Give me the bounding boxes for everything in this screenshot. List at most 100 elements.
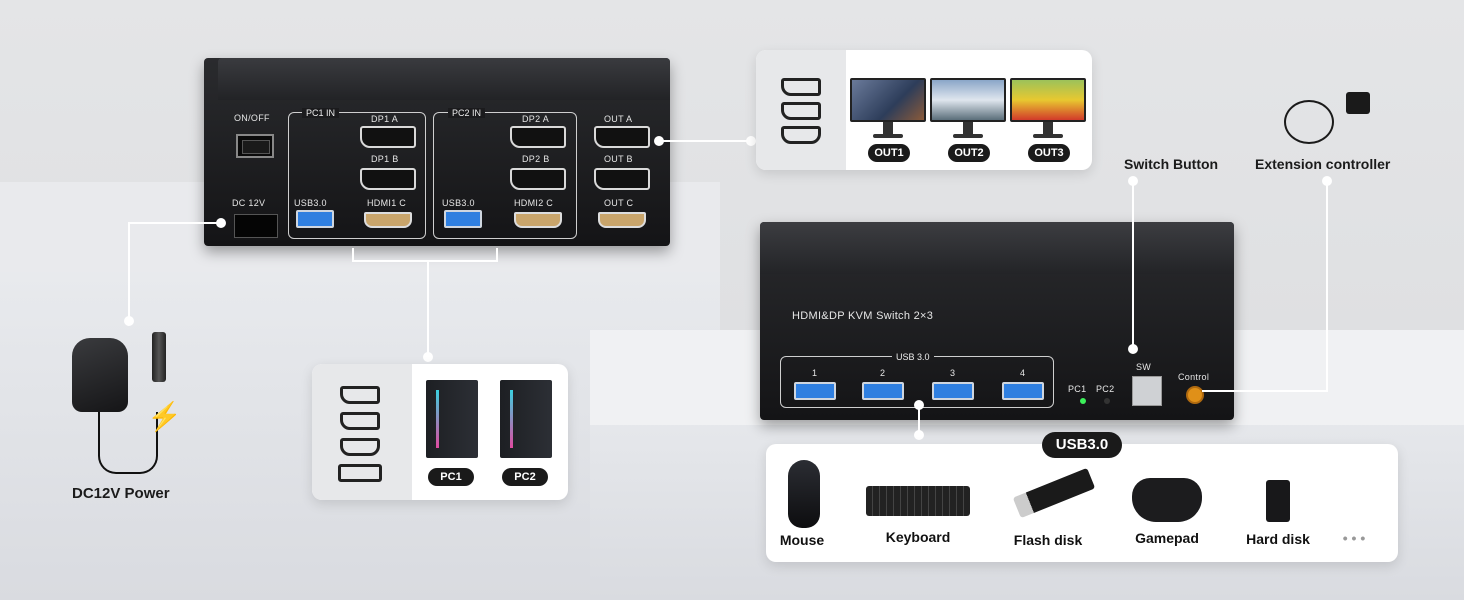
pc-tower-icon-2 [500, 380, 552, 458]
monitor-stand [883, 122, 893, 134]
dp-icon [781, 102, 821, 120]
hdmi2-c-port [514, 212, 562, 228]
mouse-label: Mouse [779, 532, 825, 548]
dot-dc-a [216, 218, 226, 228]
usb-port-1 [296, 210, 334, 228]
extension-cable [1284, 100, 1334, 144]
dp1-a-port [360, 126, 416, 148]
extension-controller-caption: Extension controller [1255, 156, 1391, 172]
front-usb-port-3 [932, 382, 974, 400]
dot-out-b [746, 136, 756, 146]
monitor-base [953, 134, 983, 138]
dot-dc-b [124, 316, 134, 326]
keyboard-icon [866, 486, 970, 516]
front-usb-port-4 [1002, 382, 1044, 400]
dp-icon [340, 386, 380, 404]
sw-button[interactable] [1132, 376, 1162, 406]
line-sw-v [1132, 180, 1134, 348]
pc2-in-label: PC2 IN [448, 108, 486, 118]
dot-usb-b [914, 430, 924, 440]
dot-out-a [654, 136, 664, 146]
hdmi-icon [340, 438, 380, 456]
on-off-label: ON/OFF [234, 113, 270, 123]
line-pc-v [427, 260, 429, 356]
peripherals-callout: Mouse Keyboard Flash disk Gamepad Hard d… [766, 444, 1398, 562]
usb-label-1: USB3.0 [294, 198, 327, 208]
outputs-callout: OUT1 OUT2 OUT3 [756, 50, 1092, 170]
line-ctrl-v [1326, 180, 1328, 392]
pc2-led-label: PC2 [1096, 384, 1115, 394]
pc2-pill: PC2 [502, 468, 548, 486]
power-switch[interactable] [236, 134, 274, 158]
front-title: HDMI&DP KVM Switch 2×3 [792, 310, 934, 322]
dp-icon [340, 412, 380, 430]
dot-sw-bottom [1128, 344, 1138, 354]
usb-group-label: USB 3.0 [892, 352, 934, 362]
pc1-led-label: PC1 [1068, 384, 1087, 394]
line-out [656, 140, 752, 142]
out-c-label: OUT C [604, 198, 634, 208]
monitor-stand [1043, 122, 1053, 134]
dp2-a-port [510, 126, 566, 148]
usb-label-2: USB3.0 [442, 198, 475, 208]
hdmi-icon [781, 126, 821, 144]
dp2-b-label: DP2 B [522, 154, 550, 164]
pc2-led [1104, 398, 1110, 404]
hard-disk-icon [1266, 480, 1290, 522]
out1-pill: OUT1 [868, 144, 910, 162]
line-dc-v [128, 222, 130, 322]
pc-led-strip [510, 390, 513, 448]
control-label: Control [1178, 372, 1210, 382]
usb30-pill: USB3.0 [1042, 432, 1122, 458]
front-usb-num-3: 3 [950, 368, 956, 378]
monitor-stand [963, 122, 973, 134]
monitor-icon-1 [850, 78, 926, 122]
pcs-callout: PC1 PC2 [312, 364, 568, 500]
dot-sw-top [1128, 176, 1138, 186]
out-b-label: OUT B [604, 154, 633, 164]
gamepad-icon [1132, 478, 1202, 522]
monitor-base [1033, 134, 1063, 138]
out-a-port [594, 126, 650, 148]
power-plug-icon [152, 332, 166, 382]
line-usb-v [918, 404, 920, 434]
front-usb-num-2: 2 [880, 368, 886, 378]
outputs-callout-icons [756, 50, 846, 170]
monitor-icon-3 [1010, 78, 1086, 122]
power-cable [98, 412, 158, 474]
hdmi2-c-label: HDMI2 C [514, 198, 554, 208]
usb-port-2 [444, 210, 482, 228]
power-adapter-icon [72, 338, 128, 412]
front-usb-port-2 [862, 382, 904, 400]
keyboard-label: Keyboard [885, 529, 951, 545]
gamepad-label: Gamepad [1135, 530, 1199, 546]
kvm-rear-panel: ON/OFF DC 12V PC1 IN PC2 IN DP1 A DP1 B … [204, 58, 670, 246]
monitor-icon-2 [930, 78, 1006, 122]
out-b-port [594, 168, 650, 190]
flash-disk-label: Flash disk [1013, 532, 1083, 548]
usb-icon [338, 464, 382, 482]
rear-top-face [218, 58, 670, 100]
line-pc-bracket-l [352, 248, 354, 262]
dp2-a-label: DP2 A [522, 114, 550, 124]
hard-disk-label: Hard disk [1246, 531, 1310, 547]
hdmi1-c-label: HDMI1 C [367, 198, 407, 208]
dc12v-power-caption: DC12V Power [72, 485, 170, 502]
out-c-port [598, 212, 646, 228]
pc1-in-group [288, 112, 426, 239]
pc-led-strip [436, 390, 439, 448]
dp1-b-label: DP1 B [371, 154, 399, 164]
dot-usb-a [914, 400, 924, 410]
pc1-pill: PC1 [428, 468, 474, 486]
monitor-base [873, 134, 903, 138]
sw-label: SW [1136, 362, 1152, 372]
dp1-b-port [360, 168, 416, 190]
line-pc-bracket-r [496, 248, 498, 262]
dc-12v-label: DC 12V [232, 198, 266, 208]
pc1-led [1080, 398, 1086, 404]
pc2-in-group [433, 112, 577, 239]
mouse-icon [788, 460, 820, 528]
extension-controller-icon [1346, 92, 1370, 114]
front-usb-num-4: 4 [1020, 368, 1026, 378]
control-port[interactable] [1186, 386, 1204, 404]
